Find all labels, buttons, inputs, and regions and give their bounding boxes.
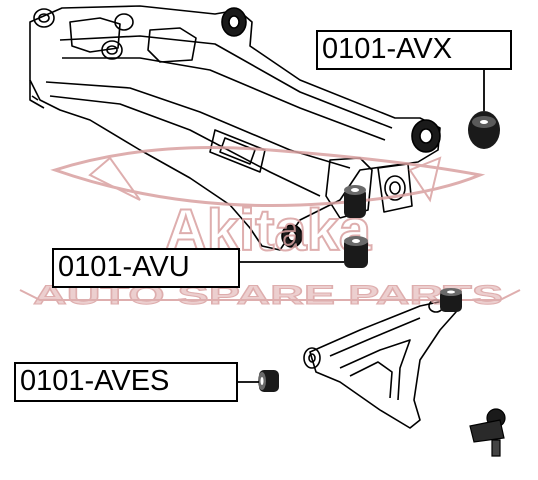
subframe-drawing [29,5,441,251]
bushing-aves-part [258,370,279,392]
control-arm-drawing [303,299,457,429]
ball-joint-part [469,408,506,457]
leader-lines [238,70,485,383]
bushing-avx-part [468,111,500,149]
bushing-avu-part-upper [344,185,366,218]
part-label-avx: 0101-AVX [316,30,512,70]
bushing-arm-rear-part [440,288,462,312]
part-label-avu: 0101-AVU [52,248,240,288]
part-label-aves: 0101-AVES [14,362,238,402]
watermark-swoosh [50,146,486,208]
watermark: Akitaka AUTO SPARE PARTS [19,146,521,311]
bushing-avu-part [344,236,368,268]
